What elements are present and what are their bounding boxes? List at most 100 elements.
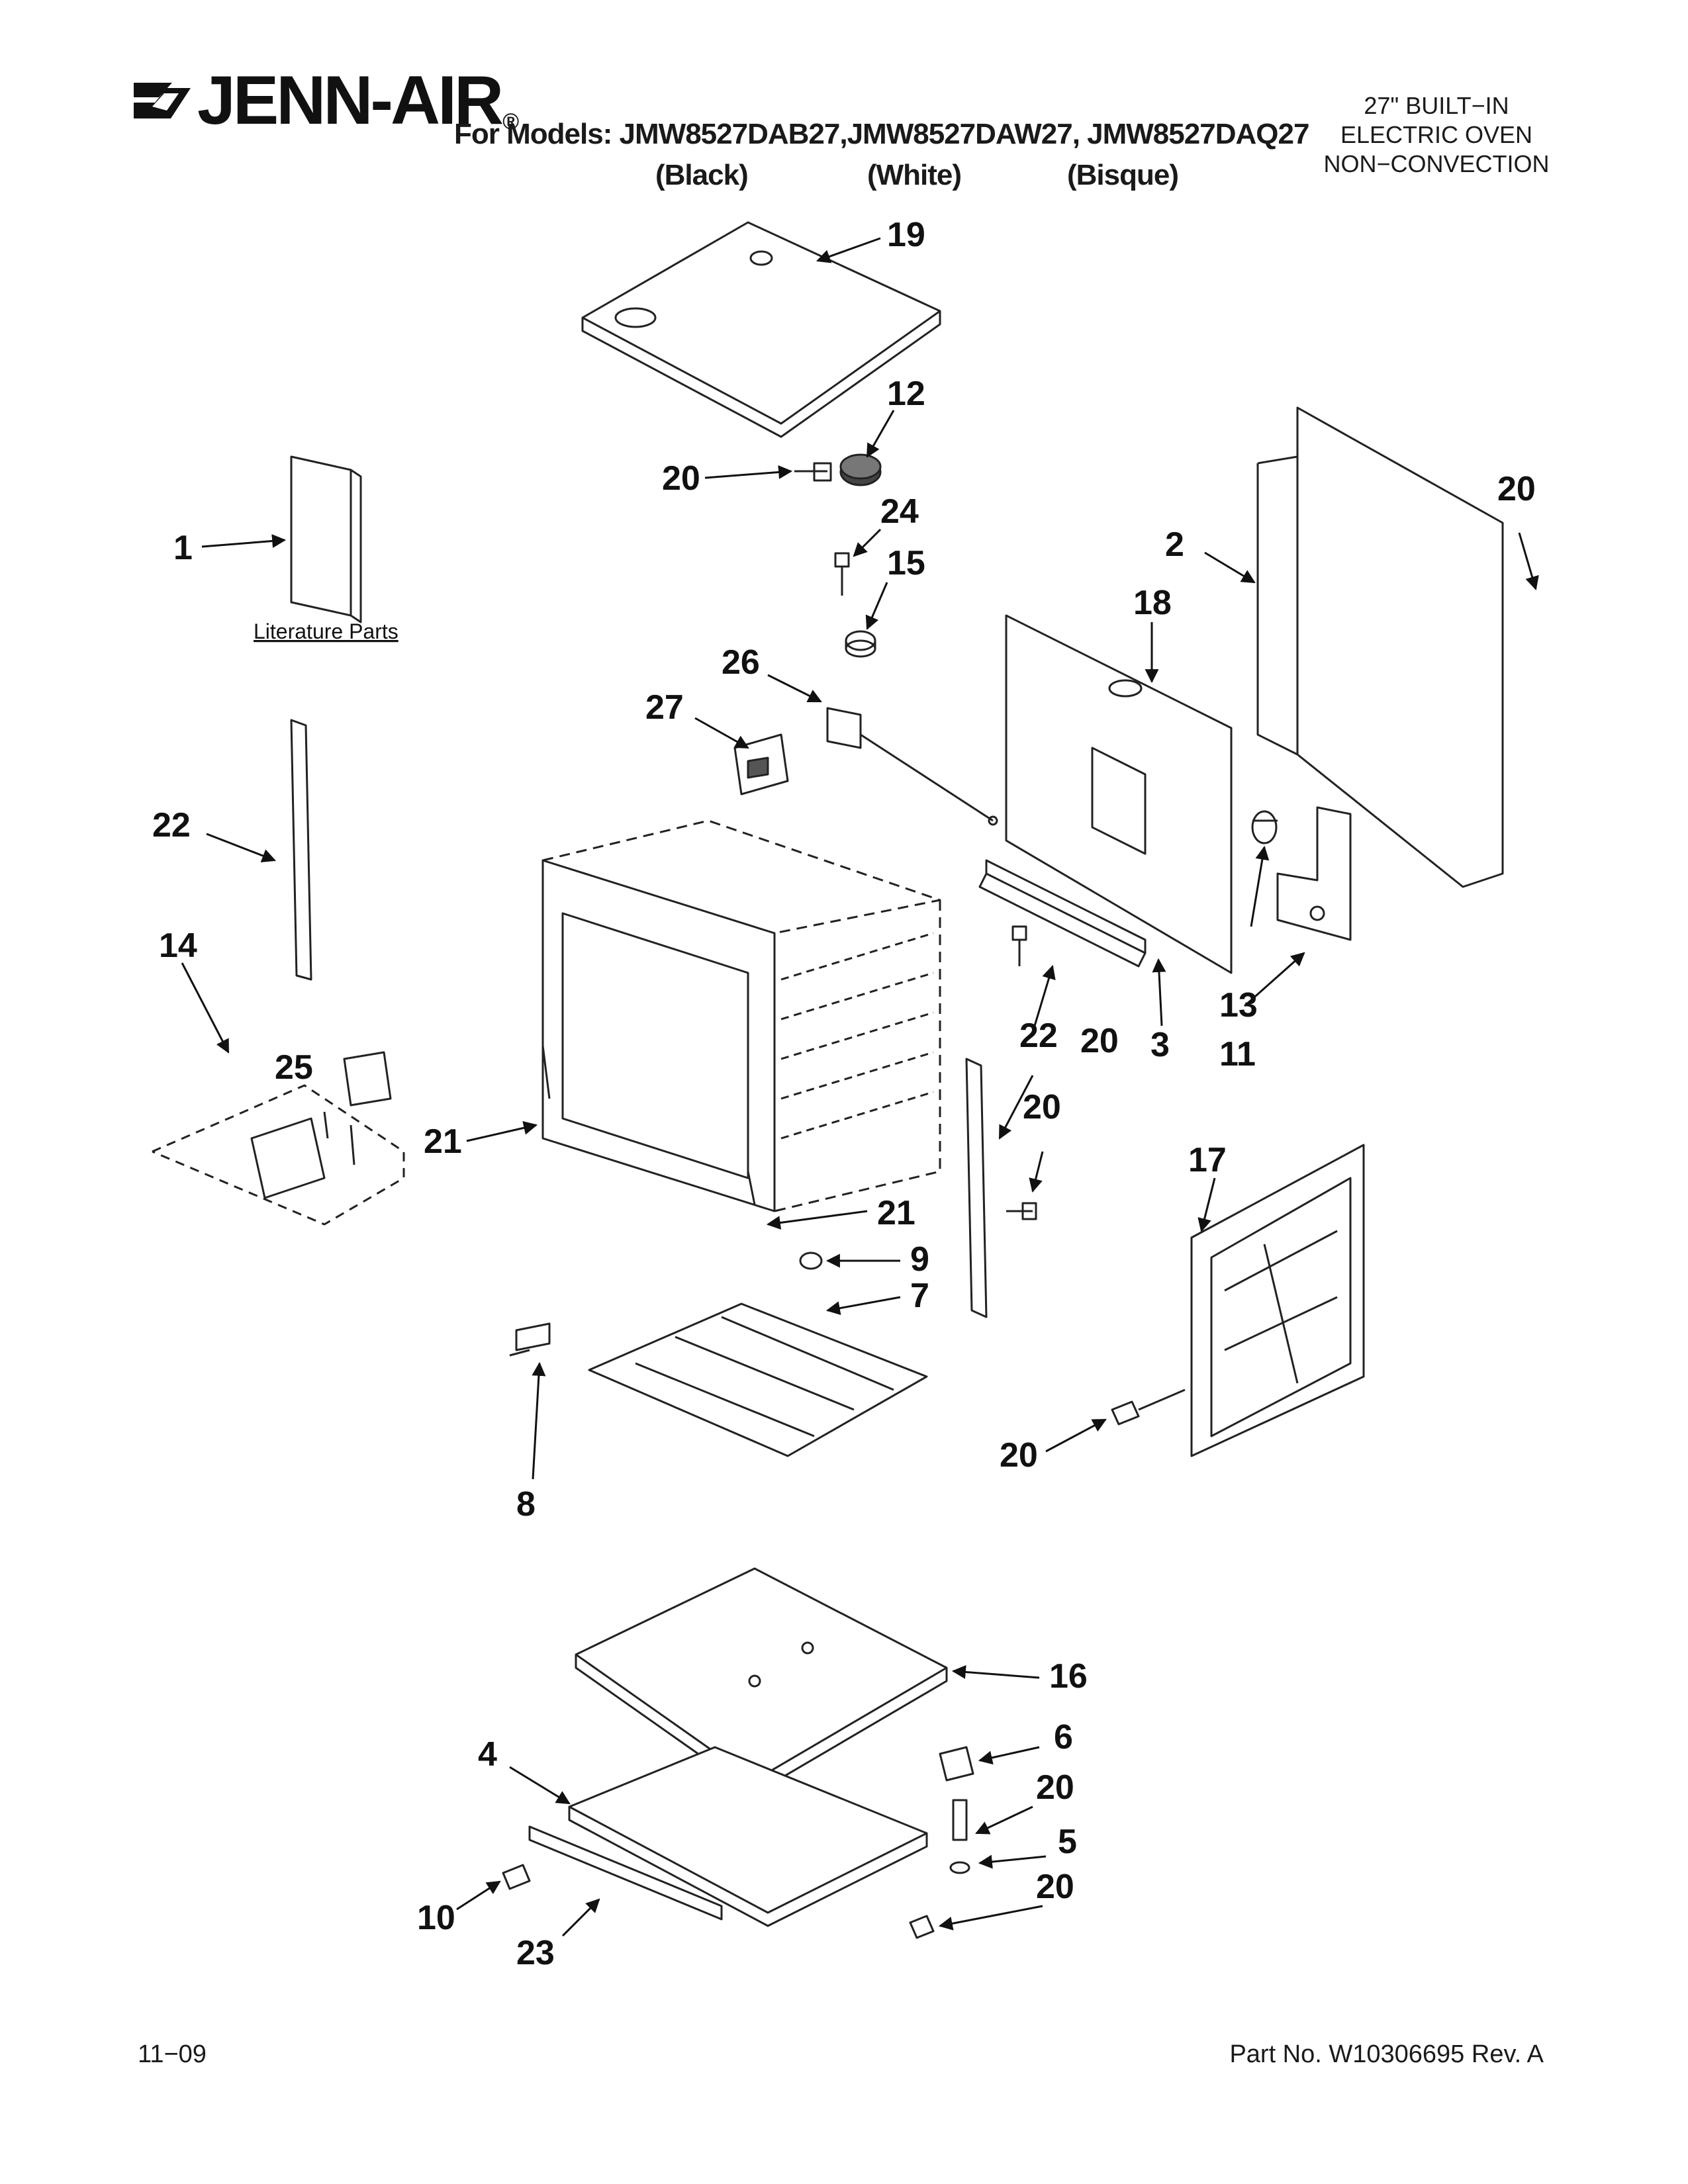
leader-line	[866, 410, 895, 458]
leader-line	[561, 1898, 600, 1937]
callout-9: 9	[910, 1240, 929, 1279]
callout-4: 4	[478, 1735, 497, 1774]
callout-5: 5	[1058, 1823, 1077, 1861]
leader-line	[978, 1854, 1047, 1869]
brand-emblem-icon	[134, 83, 191, 118]
callout-20: 20	[1000, 1436, 1038, 1475]
callout-labels: 19 12 20 24 15 1 2 20 18 26 27 22 14 25 …	[152, 216, 1536, 1972]
leader-line	[466, 1120, 538, 1142]
door-switch-part	[733, 733, 789, 796]
washer-part	[949, 1861, 970, 1874]
screw-part	[834, 552, 850, 596]
callout-22: 22	[152, 806, 191, 844]
leader-line	[1518, 532, 1539, 591]
callout-21: 21	[424, 1122, 462, 1161]
leader-line	[704, 465, 793, 479]
bushing-part	[845, 630, 876, 658]
door-latch-part	[509, 1322, 551, 1357]
leader-line	[998, 1075, 1034, 1140]
callout-17: 17	[1188, 1141, 1227, 1179]
leader-line	[825, 1296, 901, 1315]
vent-cap-part	[839, 453, 882, 486]
door-liner-part	[1190, 1144, 1365, 1457]
leader-line	[201, 534, 287, 548]
callout-14: 14	[159, 927, 197, 965]
control-kit-part	[152, 1051, 405, 1226]
revision-date: 11−09	[138, 2040, 207, 2068]
color-label-black: (Black)	[655, 159, 749, 191]
leader-line	[853, 528, 882, 557]
brand-logo: JENN-AIR ®	[132, 66, 519, 135]
part-number: Part No. W10306695 Rev. A	[1229, 2040, 1544, 2068]
callout-20: 20	[1080, 1022, 1119, 1060]
oven-cavity-part	[541, 819, 941, 1212]
callout-3: 3	[1150, 1026, 1170, 1064]
screw-part	[909, 1915, 935, 1939]
callout-25: 25	[275, 1048, 313, 1087]
leader-line	[1045, 1418, 1107, 1453]
leader-line	[1029, 1151, 1044, 1193]
color-label-bisque: (Bisque)	[1067, 159, 1179, 191]
side-trim-left-part	[290, 719, 312, 981]
leader-line	[1197, 1177, 1216, 1233]
callout-1: 1	[173, 529, 193, 567]
leader-line	[694, 717, 749, 749]
brand-registered-mark: ®	[502, 109, 520, 134]
leader-line	[938, 1905, 1043, 1931]
callout-22: 22	[1019, 1017, 1058, 1055]
screw-part	[502, 1864, 531, 1890]
callout-15: 15	[887, 544, 925, 582]
leader-line	[181, 962, 230, 1054]
knob-part	[799, 1251, 823, 1270]
screw-part	[794, 462, 832, 482]
callout-7: 7	[910, 1277, 929, 1315]
callout-21: 21	[877, 1194, 915, 1232]
leader-line	[766, 1210, 868, 1230]
drip-tray-part	[588, 1302, 928, 1457]
models-line: For Models: JMW8527DAB27,JMW8527DAW27, J…	[454, 118, 1309, 150]
callout-20: 20	[1023, 1088, 1061, 1126]
callout-10: 10	[417, 1899, 455, 1937]
literature-booklet-part	[290, 455, 362, 623]
callout-18: 18	[1133, 584, 1172, 622]
screw-part	[1011, 925, 1027, 966]
top-panel-part	[581, 221, 941, 438]
leader-line	[1204, 551, 1256, 584]
leader-line	[975, 1805, 1033, 1835]
leader-line	[532, 1361, 546, 1480]
leader-line	[509, 1766, 571, 1805]
product-title-line: NON−CONVECTION	[1323, 150, 1550, 177]
callout-2: 2	[1165, 525, 1184, 564]
callout-13: 13	[1219, 986, 1258, 1024]
callout-23: 23	[516, 1934, 555, 1972]
mounting-bracket-part	[978, 859, 1147, 968]
callout-20: 20	[662, 459, 700, 498]
leader-line	[456, 1880, 501, 1911]
base-frame-part	[568, 1746, 928, 1927]
product-title: 27" BUILT−IN ELECTRIC OVEN NON−CONVECTIO…	[1284, 91, 1589, 179]
rear-inner-panel-part	[1005, 614, 1233, 974]
callout-16: 16	[1049, 1657, 1088, 1696]
literature-parts-label: Literature Parts	[254, 619, 399, 643]
callout-6: 6	[1054, 1718, 1073, 1756]
oven-sensor-part	[826, 707, 998, 826]
callout-11: 11	[1219, 1035, 1256, 1073]
leader-line	[1031, 964, 1056, 1033]
side-trim-right-part	[965, 1058, 988, 1318]
callout-8: 8	[516, 1485, 536, 1524]
leader-line	[767, 674, 822, 703]
leader-line	[206, 833, 276, 862]
product-title-line: 27" BUILT−IN	[1364, 92, 1509, 119]
brand-name: JENN-AIR	[197, 62, 504, 139]
callout-19: 19	[887, 216, 925, 254]
callout-12: 12	[887, 375, 925, 413]
callout-20: 20	[1036, 1868, 1074, 1906]
callout-20: 20	[1497, 470, 1536, 508]
callout-leaders	[181, 237, 1539, 1937]
leader-line	[816, 237, 881, 263]
leader-line	[1244, 952, 1305, 1007]
color-label-white: (White)	[867, 159, 962, 191]
rear-panel-part	[1256, 406, 1504, 888]
